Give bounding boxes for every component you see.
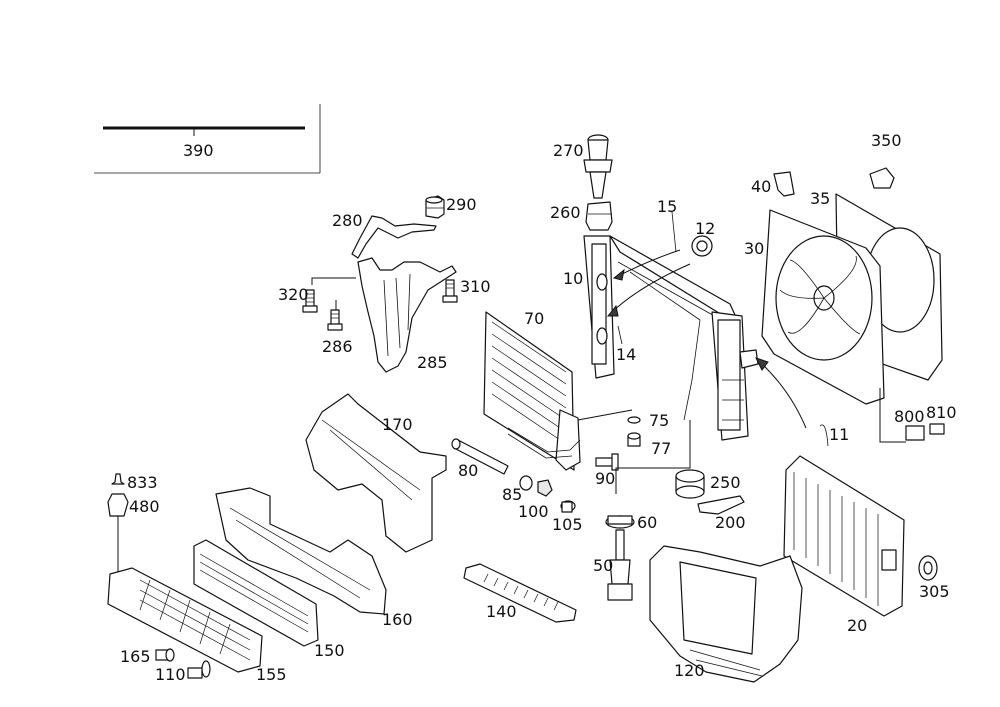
label-250: 250 [710,473,741,492]
grille-155 [107,567,263,673]
label-800: 800 [894,407,925,426]
washer-75 [627,416,641,424]
label-160: 160 [382,610,413,629]
radiator-left-tank-10 [583,235,615,379]
carrier-170 [305,393,447,553]
bracket-200 [697,495,745,515]
arrows-radiator [606,249,807,429]
label-270: 270 [553,141,584,160]
sensor-833 [111,473,125,485]
label-40: 40 [751,177,771,196]
label-105: 105 [552,515,583,534]
label-260: 260 [550,203,581,222]
label-165: 165 [120,647,151,666]
bolt-310 [442,279,458,303]
label-285: 285 [417,353,448,372]
connector-810 [929,423,945,435]
label-10: 10 [563,269,583,288]
label-310: 310 [460,277,491,296]
hose-50 [607,529,633,601]
label-833: 833 [127,473,158,492]
label-110: 110 [155,665,186,684]
label-12: 12 [695,219,715,238]
label-200: 200 [715,513,746,532]
clip-11 [819,424,829,447]
label-14: 14 [616,345,636,364]
label-85: 85 [502,485,522,504]
bolt-286 [327,309,343,331]
condenser-70 [483,311,581,471]
label-100: 100 [518,502,549,521]
duct-120 [649,545,803,683]
clip-350 [869,167,895,189]
label-75: 75 [649,411,669,430]
callout-labels: 390 270 350 40 35 290 280 260 15 12 30 1… [120,131,957,684]
bolt-110 [187,660,211,679]
label-280: 280 [332,211,363,230]
bracket-280 [351,215,437,259]
label-810: 810 [926,403,957,422]
connector-800 [879,388,925,443]
bolt-165 [155,648,175,662]
condenser-pipes [507,409,633,459]
label-15: 15 [657,197,677,216]
label-77: 77 [651,439,671,458]
label-286: 286 [322,337,353,356]
radiator-right-tank [711,311,759,441]
label-120: 120 [674,661,705,680]
label-30: 30 [744,239,764,258]
label-320: 320 [278,285,309,304]
cooler-150 [193,539,319,647]
seal-12 [691,235,713,257]
label-150: 150 [314,641,345,660]
intercooler-20 [783,455,905,617]
bolt-105 [560,500,576,513]
air-guide-140 [463,563,577,623]
label-390: 390 [183,141,214,160]
bracket-285 [357,257,457,373]
clip-14 [617,325,623,345]
clip-15 [671,211,677,253]
label-290: 290 [446,195,477,214]
bolt-320 [302,289,318,313]
bolt-90 [595,453,619,471]
bracket-160 [215,487,387,615]
label-170: 170 [382,415,413,434]
clip-100 [537,479,553,497]
label-155: 155 [256,665,287,684]
label-35: 35 [810,189,830,208]
plug-77 [627,432,641,447]
label-11: 11 [829,425,849,444]
label-90: 90 [595,469,615,488]
fan-shroud-30 [761,209,885,405]
grommet-305 [918,555,938,581]
label-350: 350 [871,131,902,150]
label-70: 70 [524,309,544,328]
filter-250 [675,469,705,499]
clip-40 [773,171,795,197]
label-50: 50 [593,556,613,575]
leaders-280-group [311,277,356,310]
leaders-radiator [615,420,691,494]
inset-frame-390 [94,104,321,174]
cap-270 [583,134,613,199]
label-80: 80 [458,461,478,480]
label-305: 305 [919,582,950,601]
label-140: 140 [486,602,517,621]
dryer-80 [451,438,509,475]
holder-480 [107,493,129,572]
label-480: 480 [129,497,160,516]
mount-260 [585,201,613,231]
oring-85 [519,475,533,491]
rubber-mount-290 [425,195,445,219]
pump-60 [605,515,635,529]
label-20: 20 [847,616,867,635]
label-60: 60 [637,513,657,532]
